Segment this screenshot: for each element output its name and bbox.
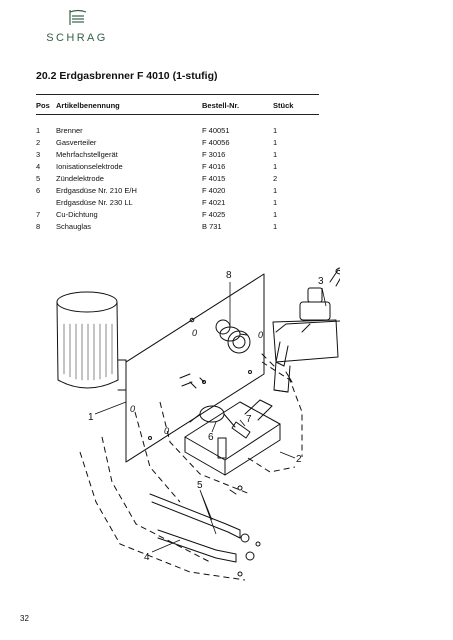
callout-4: 4 (144, 552, 150, 563)
cell-name: Gasverteiler (56, 137, 97, 147)
table-row: 4 Ionisationselektrode F 4016 1 (36, 160, 319, 172)
cell-quantity: 1 (273, 185, 278, 195)
table-header-row: Pos Artikelbenennung Bestell-Nr. Stück (36, 98, 319, 112)
table-spacer-row (36, 112, 319, 124)
cell-pos: 6 (36, 185, 41, 195)
cell-quantity: 1 (273, 209, 278, 219)
table-row: Erdgasdüse Nr. 230 LL F 4021 1 (36, 196, 319, 208)
leader-lines (94, 282, 327, 553)
gas-valve-drawing (272, 267, 340, 393)
cell-pos: 8 (36, 221, 41, 231)
callout-2: 2 (296, 454, 302, 465)
mounting-mark: 0 (192, 328, 197, 338)
cell-order-number: F 40051 (202, 125, 230, 135)
cell-pos: 4 (36, 161, 41, 171)
mounting-plate-drawing (125, 273, 265, 463)
cell-quantity: 1 (273, 161, 278, 171)
table-top-rule (36, 94, 319, 95)
cell-name: Mehrfachstellgerät (56, 149, 118, 159)
table-row: 2 Gasverteiler F 40056 1 (36, 136, 319, 148)
cell-order-number: F 40056 (202, 137, 230, 147)
cell-name: Schauglas (56, 221, 92, 231)
header-name: Artikelbenennung (56, 100, 120, 110)
table-row: 7 Cu-Dichtung F 4025 1 (36, 208, 319, 220)
page-number: 32 (20, 614, 29, 623)
assembly-lines (79, 361, 303, 581)
header-pos: Pos (36, 100, 50, 110)
table-row: 6 Erdgasdüse Nr. 210 E/H F 4020 1 (36, 184, 319, 196)
callout-8: 8 (226, 270, 232, 281)
mounting-mark: 0 (258, 330, 263, 340)
cell-pos: 2 (36, 137, 41, 147)
cell-quantity: 2 (273, 173, 278, 183)
parts-table: Pos Artikelbenennung Bestell-Nr. Stück 1… (36, 98, 319, 232)
callout-6: 6 (208, 432, 214, 443)
cell-quantity: 1 (273, 137, 278, 147)
cell-order-number: F 4020 (202, 185, 226, 195)
cell-name: Brenner (56, 125, 83, 135)
table-row: 8 Schauglas B 731 1 (36, 220, 319, 232)
table-row: 1 Brenner F 40051 1 (36, 124, 319, 136)
cell-order-number: F 4016 (202, 161, 226, 171)
cell-pos: 7 (36, 209, 41, 219)
table-header-rule (36, 114, 319, 115)
gas-distributor-drawing (184, 399, 281, 491)
cell-order-number: F 4015 (202, 173, 226, 183)
cell-quantity: 1 (273, 125, 278, 135)
cell-quantity: 1 (273, 149, 278, 159)
header-quantity: Stück (273, 100, 294, 110)
cell-quantity: 1 (273, 221, 278, 231)
table-row: 5 Zündelektrode F 4015 2 (36, 172, 319, 184)
mounting-mark: 0 (164, 426, 169, 436)
sight-glass-drawing (219, 326, 248, 342)
cell-name: Erdgasdüse Nr. 210 E/H (56, 185, 137, 195)
callout-7: 7 (246, 414, 252, 425)
electrodes-drawing (149, 493, 261, 577)
screws-drawing (189, 353, 275, 495)
burner-exploded-diagram: 8 3 1 2 6 7 5 4 0 0 0 0 (56, 267, 340, 581)
cell-quantity: 1 (273, 197, 278, 207)
table-row: 3 Mehrfachstellgerät F 3016 1 (36, 148, 319, 160)
leaf-logo-icon (69, 9, 87, 25)
cell-pos: 3 (36, 149, 41, 159)
brand-wordmark: SCHRAG (46, 32, 108, 44)
cell-name: Zündelektrode (56, 173, 104, 183)
nozzle-drawing (189, 405, 251, 439)
burner-head-drawing (56, 291, 127, 391)
mounting-mark: 0 (130, 404, 135, 414)
callout-3: 3 (318, 276, 324, 287)
cell-order-number: F 3016 (202, 149, 226, 159)
cell-pos: 1 (36, 125, 41, 135)
cell-order-number: B 731 (202, 221, 222, 231)
cell-name: Ionisationselektrode (56, 161, 123, 171)
cell-order-number: F 4025 (202, 209, 226, 219)
cell-pos (36, 196, 56, 208)
section-title: 20.2 Erdgasbrenner F 4010 (1-stufig) (36, 70, 218, 82)
callout-1: 1 (88, 412, 94, 423)
header-order-number: Bestell-Nr. (202, 100, 240, 110)
cell-order-number: F 4021 (202, 197, 226, 207)
cell-name: Cu-Dichtung (56, 209, 98, 219)
schrag-logo: SCHRAG (42, 6, 112, 46)
cell-name: Erdgasdüse Nr. 230 LL (56, 197, 133, 207)
callout-5: 5 (197, 480, 203, 491)
cell-pos: 5 (36, 173, 41, 183)
